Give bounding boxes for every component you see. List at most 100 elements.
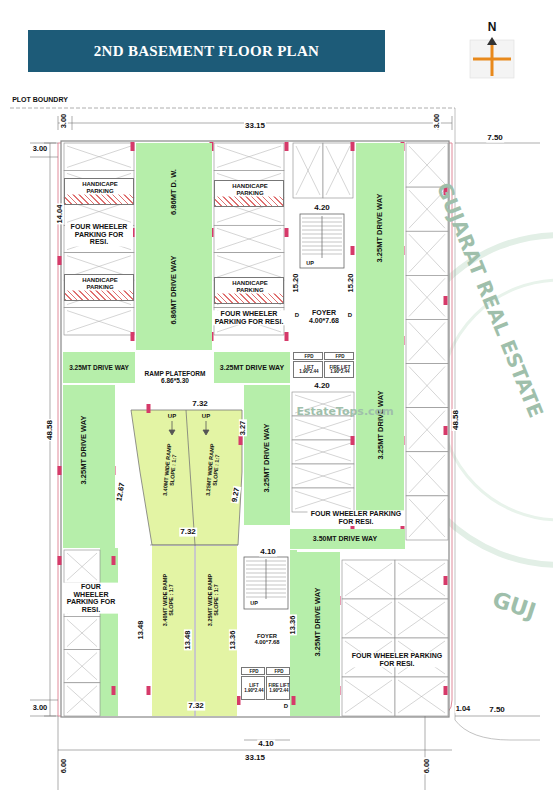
plan-label: D xyxy=(283,703,289,710)
stall-cross xyxy=(296,146,320,195)
stall-cross xyxy=(409,234,445,272)
stall-cross xyxy=(409,499,445,537)
stall-cross xyxy=(217,256,281,277)
parking-stall xyxy=(406,452,448,496)
stall-cross xyxy=(409,278,445,316)
stall-cross xyxy=(67,146,131,167)
column xyxy=(444,686,448,695)
dimension-label: 15.20 xyxy=(292,273,300,294)
dimension-label: 33.15 xyxy=(244,122,266,131)
parking-stall xyxy=(214,225,284,252)
node-text: HANDICAPE PARKING xyxy=(220,280,280,293)
plan-label: D xyxy=(347,312,353,319)
stall-cross xyxy=(398,602,445,635)
column xyxy=(112,556,116,565)
node-text: FOYER 4.00*7.68 xyxy=(249,633,285,646)
stall-cross xyxy=(295,467,351,485)
plot-boundary-line xyxy=(10,108,455,109)
dimension-label: 4.10 xyxy=(257,740,275,749)
parking-stall xyxy=(395,599,448,638)
dimension-label: 9.27 xyxy=(230,486,241,504)
room-box: FPD xyxy=(266,667,290,675)
node-text: 3.25MT DRIVE WAY xyxy=(376,194,384,263)
room-box: LIFT 1.90*2.44 xyxy=(241,676,265,700)
node-text: 3.25MT WIDE RAMP SLOPE : 1:7 xyxy=(207,569,219,631)
node-text: 3.25MT DRIVE WAY xyxy=(80,416,88,485)
stall-cross xyxy=(295,419,351,437)
column xyxy=(147,686,151,695)
stair-rail xyxy=(322,216,323,258)
stall-cross xyxy=(217,146,281,167)
dimension-label: 48.58 xyxy=(452,409,461,431)
stall-cross xyxy=(326,146,350,195)
column xyxy=(351,246,355,255)
plan-label: UP xyxy=(202,413,210,420)
parking-stall xyxy=(342,560,395,599)
column xyxy=(285,142,289,151)
stall-cross xyxy=(409,146,445,184)
parking-stall xyxy=(293,143,323,198)
stall-cross xyxy=(67,311,131,332)
dimension-label: 33.15 xyxy=(244,754,266,763)
node-text: RAMP PLATEFORM 6.86*5.30 xyxy=(144,370,206,384)
dimension-label: 13.48 xyxy=(137,620,145,641)
stall-cross xyxy=(398,563,445,596)
column xyxy=(58,466,62,475)
parking-stall xyxy=(64,308,134,335)
stall-cross xyxy=(398,680,445,713)
parking-stall xyxy=(406,408,448,452)
dimension-label: 4.10 xyxy=(259,548,277,557)
room-box: LIFT 1.90*2.44 xyxy=(293,361,323,378)
node-text: FPD xyxy=(243,670,265,675)
node-text: 3.25MT WIDE RAMP SLOPE : 1:7 xyxy=(204,439,221,502)
stall-cross xyxy=(345,680,392,713)
plan-label: FOUR WHEELER PARKING FOR RESI. xyxy=(62,583,120,614)
stall-cross xyxy=(345,680,392,713)
stall-cross xyxy=(409,455,445,493)
watermark: EstateTops.com xyxy=(296,406,393,418)
stall-cross xyxy=(217,146,281,167)
dimension-label: 7.50 xyxy=(488,706,506,715)
stall-cross xyxy=(67,311,131,332)
stall-cross xyxy=(295,419,351,437)
parking-stall xyxy=(406,275,448,319)
stall-cross xyxy=(409,234,445,272)
ramp-arrows xyxy=(169,421,209,435)
plan-label: FOUR WHEELER PARKING FOR RESI. xyxy=(308,510,405,525)
parking-stall xyxy=(395,560,448,599)
node-text: FIRE LIFT 1.90*2.44 xyxy=(268,684,290,694)
stall-cross xyxy=(67,146,131,167)
room-box: 3.40MT WIDE RAMP SLOPE : 1:7 xyxy=(145,438,189,524)
room-box: RAMP PLATEFORM 6.86*5.30 xyxy=(136,352,214,402)
drive-way-band: 3.25MT DRIVE WAY xyxy=(244,385,290,525)
stall-cross xyxy=(295,443,351,461)
parking-stall xyxy=(406,496,448,540)
stall-cross xyxy=(67,619,97,646)
dimension-label: 6.00 xyxy=(60,758,68,775)
parking-stall xyxy=(395,677,448,716)
dimension-label: 3.00 xyxy=(433,113,441,130)
drive-way-band: 3.25MT DRIVE WAY xyxy=(297,552,340,716)
parking-stall xyxy=(64,550,100,583)
stall-cross xyxy=(409,411,445,449)
column xyxy=(444,576,448,585)
stall-cross xyxy=(67,619,97,646)
stall-cross xyxy=(409,322,445,360)
north-arrow xyxy=(470,37,514,78)
parking-stall xyxy=(214,308,284,335)
stall-cross xyxy=(409,367,445,405)
dimension-label: 6.00 xyxy=(423,758,431,775)
handicap-stall: HANDICAPE PARKING xyxy=(64,274,134,301)
stall-cross xyxy=(67,653,97,680)
node-text: HANDICAPE PARKING xyxy=(220,183,280,196)
dimension-label: 7.32 xyxy=(187,702,205,711)
column xyxy=(292,696,296,705)
dimension-label: 14.04 xyxy=(56,204,64,225)
dimension-label: 7.32 xyxy=(179,528,197,537)
stall-cross xyxy=(409,146,445,184)
parking-stall xyxy=(64,143,134,170)
column xyxy=(131,332,135,341)
parking-stall xyxy=(406,364,448,408)
node-text: 3.40MT WIDE RAMP SLOPE : 1:7 xyxy=(162,569,174,631)
dimension-label: 1.04 xyxy=(455,705,472,713)
